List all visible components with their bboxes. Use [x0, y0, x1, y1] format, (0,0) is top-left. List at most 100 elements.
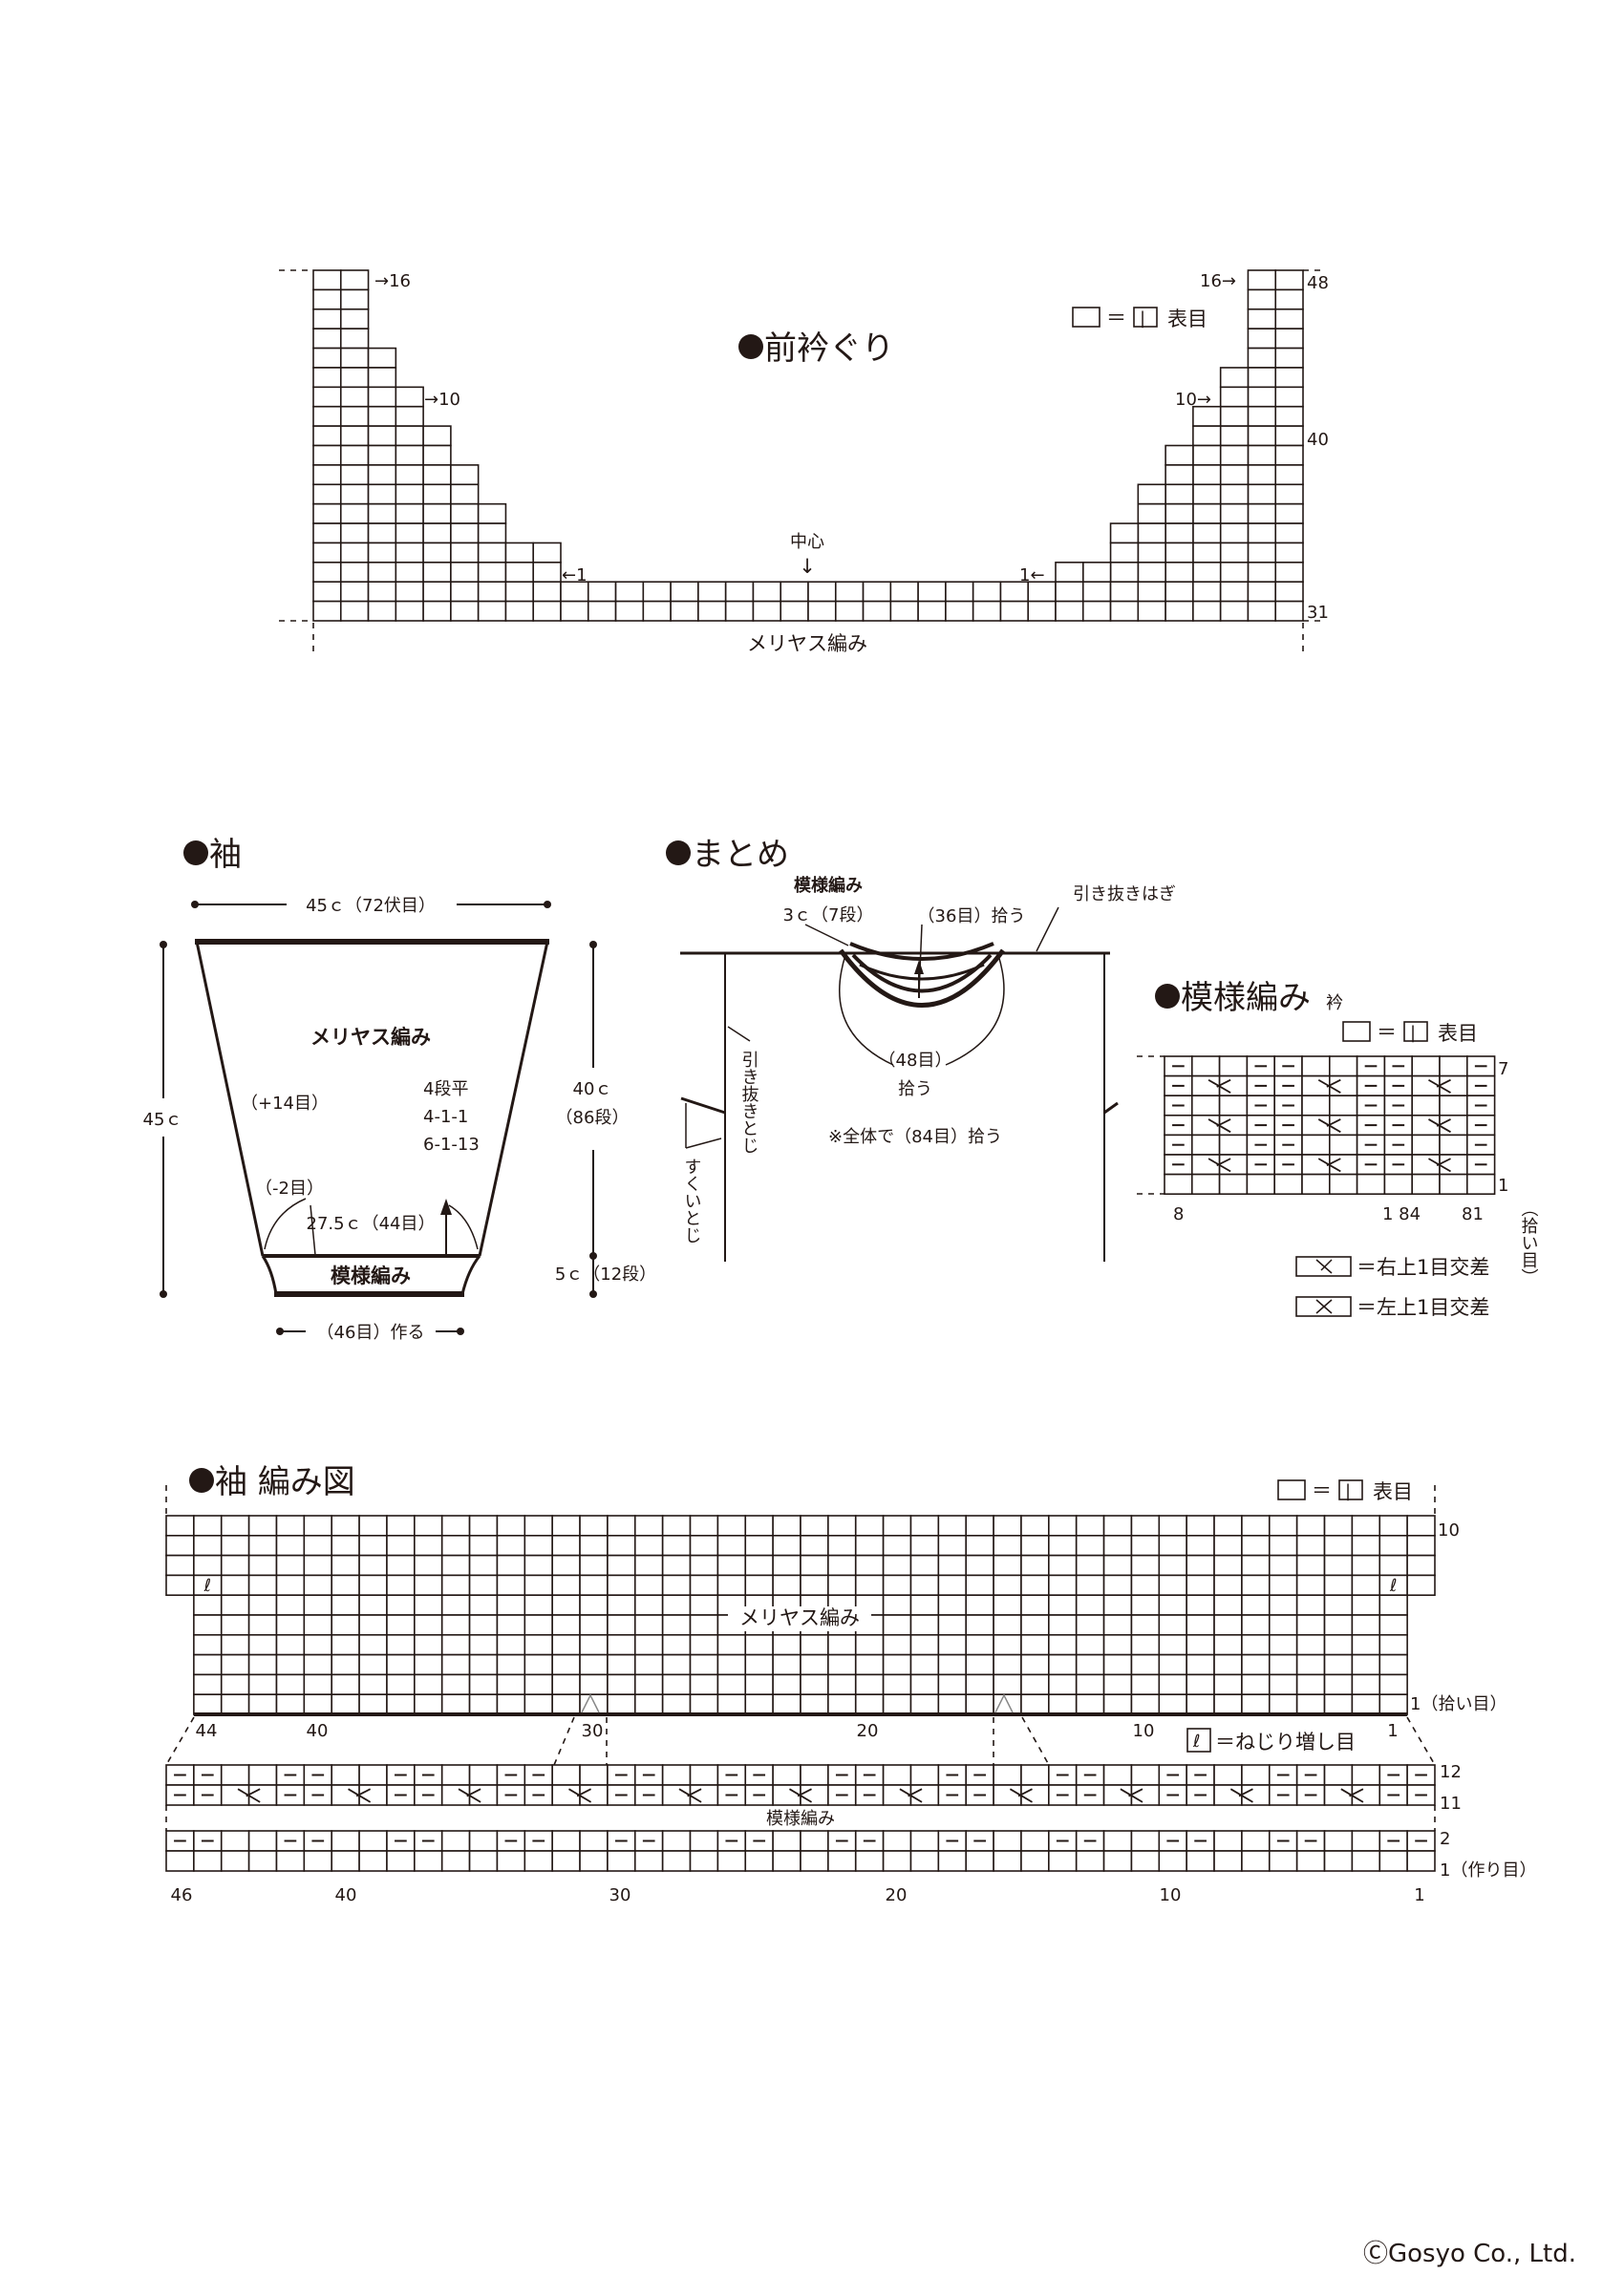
chart-cell	[661, 1764, 692, 1786]
chart-cell	[827, 1634, 857, 1656]
chart-cell	[1186, 1614, 1215, 1636]
chart-cell	[1213, 1594, 1243, 1616]
chart-cell	[1241, 1634, 1271, 1656]
chart-cell	[496, 1554, 526, 1577]
chart-cell	[1218, 1134, 1249, 1156]
chart-cell	[440, 1784, 471, 1806]
chart-cell	[422, 562, 452, 584]
chart-cell	[1247, 425, 1277, 447]
chart-cell	[1165, 542, 1194, 563]
chart-cell	[827, 1673, 857, 1696]
chart-cell	[339, 405, 370, 427]
chart-cell	[1301, 1095, 1331, 1116]
chart-cell	[440, 1554, 471, 1577]
chart-cell	[772, 1515, 801, 1537]
chart-cell	[551, 1554, 581, 1577]
chart-cell	[450, 600, 480, 622]
chart-cell	[468, 1830, 499, 1852]
chart-cell	[724, 581, 755, 603]
chart-cell	[1247, 288, 1277, 310]
chart-cell	[1191, 1173, 1221, 1195]
chart-cell	[358, 1634, 388, 1656]
chart-cell	[633, 1554, 664, 1577]
chart-cell	[1137, 581, 1166, 603]
row-label-40: 40	[1307, 430, 1329, 450]
chart-cell	[551, 1614, 581, 1636]
chart-cell	[1102, 1634, 1133, 1656]
chart-cell	[312, 405, 342, 427]
chart-cell	[1130, 1830, 1161, 1852]
chart-cell	[661, 1515, 692, 1537]
chart-cell	[744, 1634, 774, 1656]
chart-cell	[532, 581, 562, 603]
chart-cell	[1027, 600, 1057, 622]
chart-cell	[1406, 1535, 1436, 1557]
chart-cell	[614, 581, 645, 603]
sleeve-cuff-length: 5ｃ（12段）	[555, 1265, 656, 1285]
chart-cell	[1137, 542, 1166, 563]
chart-cell	[1213, 1673, 1243, 1696]
chart-cell	[744, 1850, 774, 1872]
chart-cell	[1020, 1850, 1050, 1872]
chart-cell	[1130, 1634, 1161, 1656]
row-label-31: 31	[1307, 603, 1329, 623]
chart-cell	[1048, 1614, 1078, 1636]
chart-cell	[504, 542, 535, 563]
chart-cell	[607, 1594, 636, 1616]
chart-cell	[689, 1693, 719, 1715]
chart-cell	[358, 1830, 388, 1852]
chart-cell	[247, 1830, 278, 1852]
chart-cell	[937, 1850, 968, 1872]
sleeve-row-1: 1（拾い目）	[1410, 1694, 1506, 1714]
chart-cell	[1191, 1115, 1221, 1137]
chart-cell	[993, 1693, 1022, 1715]
chart-cell	[1164, 1173, 1193, 1195]
cross-symbol	[1216, 1078, 1231, 1088]
chart-cell	[303, 1673, 333, 1696]
chart-cell	[220, 1614, 250, 1636]
chart-cell	[1241, 1784, 1271, 1806]
col-label: 10	[1160, 1885, 1182, 1905]
chart-cell	[1158, 1653, 1187, 1676]
chart-cell	[220, 1515, 250, 1537]
chart-cell	[386, 1554, 416, 1577]
chart-cell	[1383, 1173, 1414, 1195]
chart-cell	[1295, 1693, 1326, 1715]
chart-cell	[1268, 1614, 1298, 1636]
chart-cell	[440, 1850, 471, 1872]
cross-symbol	[1349, 1788, 1364, 1797]
chart-cell	[607, 1850, 636, 1872]
chart-cell	[744, 1673, 774, 1696]
chart-cell	[1130, 1515, 1161, 1537]
chart-cell	[247, 1594, 278, 1616]
chart-cell	[450, 502, 480, 524]
chart-cell	[1219, 444, 1250, 466]
chart-cell	[1351, 1830, 1381, 1852]
chart-cell	[1323, 1574, 1354, 1597]
bullet-icon	[183, 840, 208, 865]
chart-cell	[1439, 1154, 1468, 1176]
chart-cell	[1273, 1173, 1303, 1195]
chart-cell	[909, 1554, 940, 1577]
chart-cell	[1329, 1055, 1358, 1077]
chart-cell	[800, 1515, 829, 1537]
chart-cell	[367, 464, 397, 486]
chart-cell	[367, 600, 397, 622]
chart-cell	[937, 1515, 968, 1537]
chart-cell	[1323, 1693, 1354, 1715]
chart-cell	[1241, 1515, 1271, 1537]
chart-cell	[909, 1535, 940, 1557]
chart-cell	[689, 1574, 719, 1597]
chart-cell	[303, 1634, 333, 1656]
chart-cell	[386, 1673, 416, 1696]
chart-cell	[1351, 1653, 1381, 1676]
chart-cell	[386, 1850, 416, 1872]
chart-cell	[772, 1554, 801, 1577]
collar-stitch-label: 模様編み	[794, 875, 863, 896]
chart-cell	[607, 1554, 636, 1577]
chart-cell	[607, 1574, 636, 1597]
chart-cell	[303, 1594, 333, 1616]
chart-cell	[1020, 1784, 1050, 1806]
chart-cell	[1247, 347, 1277, 369]
chart-cell	[909, 1653, 940, 1676]
